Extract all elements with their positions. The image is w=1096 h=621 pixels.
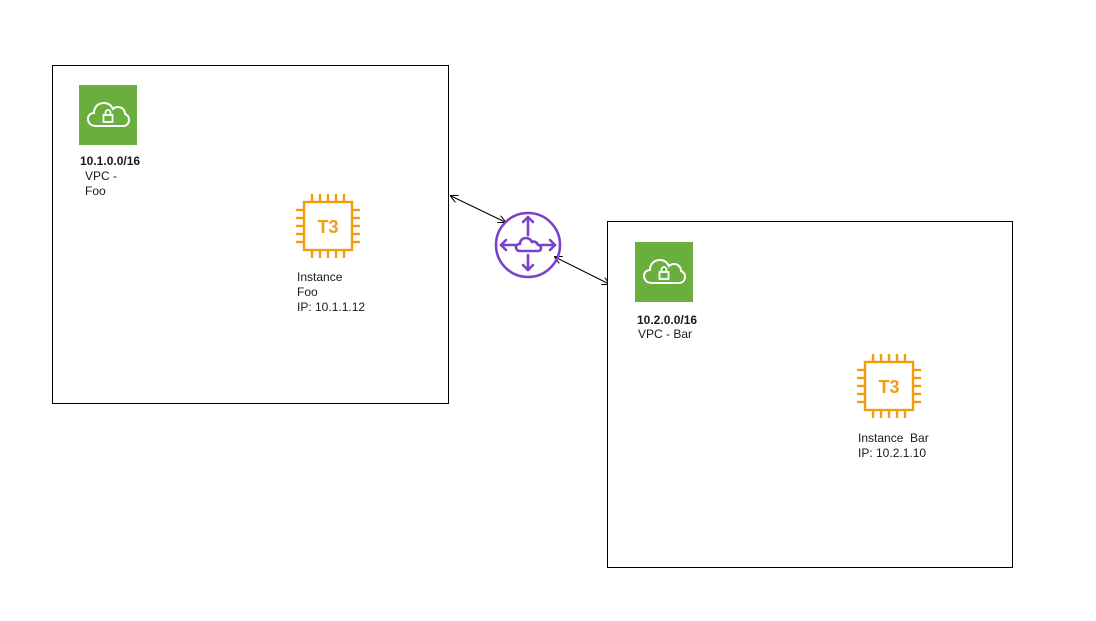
- vpc-lock-cloud-icon[interactable]: [635, 242, 693, 302]
- vpc-cidr: 10.2.0.0/16: [637, 313, 698, 327]
- t3-instance-chip-icon[interactable]: T3: [854, 351, 924, 421]
- instance-label: Instance Foo IP: 10.1.1.12: [297, 270, 366, 314]
- vpc-lock-cloud-icon[interactable]: [79, 85, 137, 145]
- vpc-name: VPC - Bar: [638, 327, 693, 341]
- t3-instance-chip-icon[interactable]: T3: [293, 191, 363, 261]
- vpc-cidr: 10.1.0.0/16: [80, 154, 141, 168]
- vpc-name: VPC - Foo: [85, 169, 118, 198]
- instance-label: Instance Bar IP: 10.2.1.10: [858, 431, 929, 460]
- instance-type-label: T3: [317, 217, 338, 237]
- instance-type-label: T3: [878, 377, 899, 397]
- transit-gateway-icon[interactable]: [493, 210, 563, 280]
- connector-gateway-bar[interactable]: [555, 257, 609, 284]
